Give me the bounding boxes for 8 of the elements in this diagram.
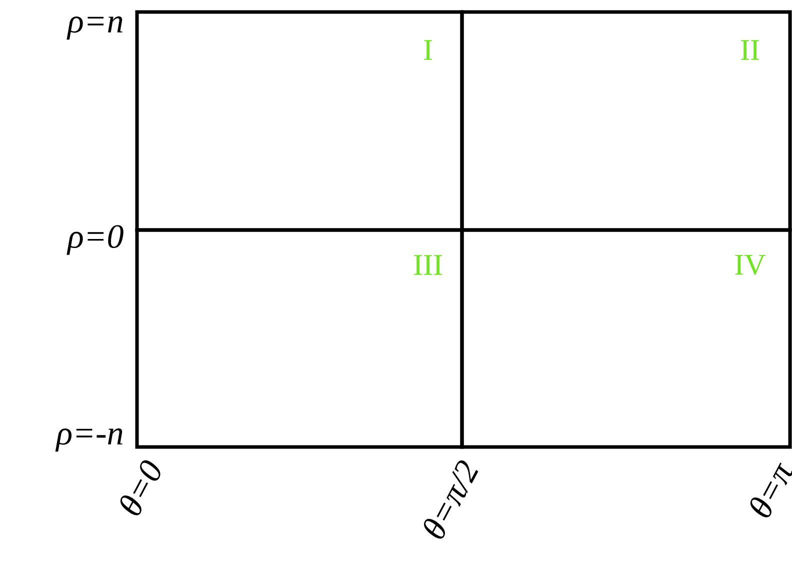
axis-label: ρ=-n bbox=[55, 428, 122, 452]
quadrant: III bbox=[135, 228, 464, 449]
quadrant: II bbox=[460, 10, 792, 232]
quadrant: I bbox=[135, 10, 464, 232]
axis-label: θ=π/2 bbox=[424, 460, 478, 539]
quadrant: IV bbox=[460, 228, 792, 449]
axis-label: ρ=0 bbox=[66, 225, 124, 255]
axis-label: θ=0 bbox=[120, 460, 160, 516]
